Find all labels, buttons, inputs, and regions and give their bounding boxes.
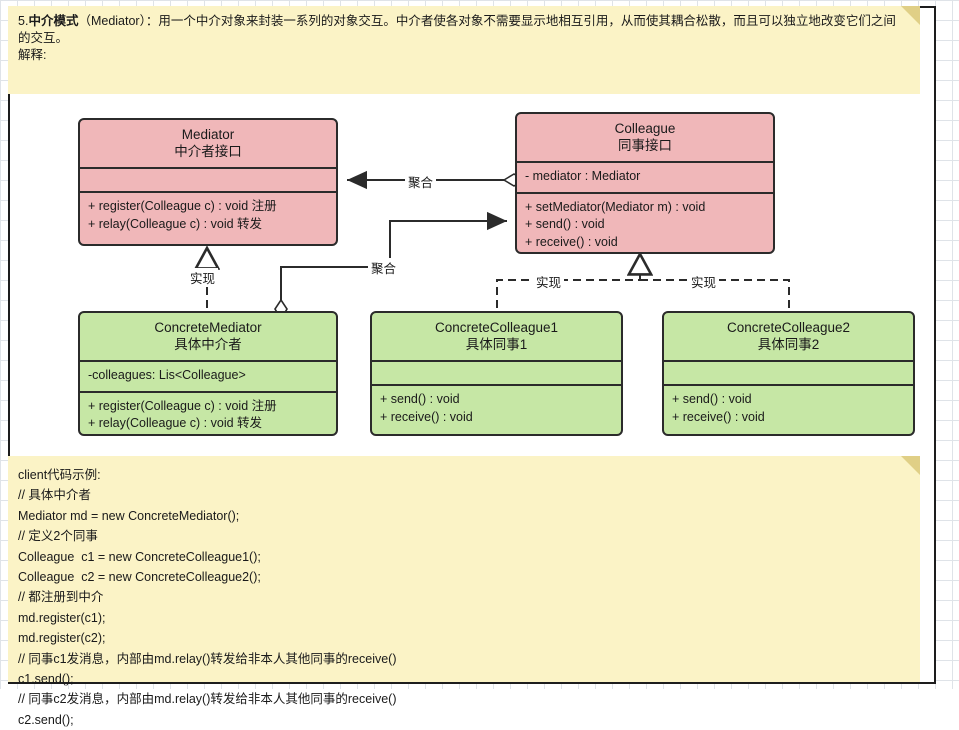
connector-label-aggregation-top: 聚合	[405, 172, 437, 191]
realization-concretecolleague1-to-colleague	[496, 254, 640, 308]
diagram-frame: Mediator 中介者接口 + register(Colleague c) :…	[8, 6, 936, 684]
methods-colleague: + setMediator(Mediator m) : void + send(…	[517, 194, 773, 253]
class-cnname-colleague: 同事接口	[618, 138, 672, 153]
class-name-concretemediator: ConcreteMediator	[154, 320, 262, 335]
class-title-concretemediator: ConcreteMediator 具体中介者	[80, 313, 336, 360]
method-line: + send() : void	[525, 217, 605, 231]
class-box-concretecolleague1[interactable]: ConcreteColleague1 具体同事1 + send() : void…	[370, 311, 623, 436]
connector-label-realize-colleague1: 实现	[533, 272, 565, 291]
method-line: + receive() : void	[672, 409, 765, 424]
class-cnname-concretemediator: 具体中介者	[174, 337, 242, 352]
divider	[80, 167, 336, 169]
method-line: + send() : void	[380, 392, 460, 406]
class-name-concretecolleague1: ConcreteColleague1	[434, 320, 559, 335]
connector-label-realize-mediator: 实现	[187, 268, 219, 287]
methods-concretecolleague1: + send() : void + receive() : void	[372, 386, 621, 432]
note-fold-corner-icon	[901, 456, 920, 475]
attributes-concretecolleague1	[372, 362, 621, 384]
class-box-mediator[interactable]: Mediator 中介者接口 + register(Colleague c) :…	[78, 118, 338, 246]
class-box-concretemediator[interactable]: ConcreteMediator 具体中介者 -colleagues: Lis<…	[78, 311, 338, 436]
note-fold-corner-icon	[901, 6, 920, 25]
class-cnname-concretecolleague2: 具体同事2	[757, 337, 820, 352]
attributes-colleague: - mediator : Mediator	[517, 163, 773, 192]
methods-concretemediator: + register(Colleague c) : void 注册 + rela…	[80, 393, 336, 435]
divider	[80, 360, 336, 362]
header-note[interactable]: 5.中介模式（Mediator）：用一个中介对象来封装一系列的对象交互。中介者使…	[8, 6, 920, 94]
connector-label-realize-colleague2: 实现	[688, 272, 720, 291]
class-name-colleague: Colleague	[614, 121, 676, 136]
methods-concretecolleague2: + send() : void + receive() : void	[664, 386, 913, 432]
header-note-prefix: 5.	[18, 14, 29, 28]
attributes-concretecolleague2	[664, 362, 913, 384]
class-box-concretecolleague2[interactable]: ConcreteColleague2 具体同事2 + send() : void…	[662, 311, 915, 436]
method-line: + receive() : void	[525, 234, 618, 249]
divider	[664, 360, 913, 362]
method-line: + setMediator(Mediator m) : void	[525, 199, 706, 214]
class-cnname-concretecolleague1: 具体同事1	[465, 337, 528, 352]
divider	[664, 384, 913, 386]
method-line: + send() : void	[672, 392, 752, 406]
method-line: + register(Colleague c) : void 注册	[88, 199, 277, 213]
methods-mediator: + register(Colleague c) : void 注册 + rela…	[80, 193, 336, 239]
divider	[80, 390, 336, 393]
divider	[517, 161, 773, 163]
class-title-concretecolleague2: ConcreteColleague2 具体同事2	[664, 313, 913, 360]
method-line: + relay(Colleague c) : void 转发	[88, 416, 263, 430]
attribute-line: - mediator : Mediator	[525, 169, 641, 183]
divider	[372, 384, 621, 386]
attributes-concretemediator: -colleagues: Lis<Colleague>	[80, 362, 336, 391]
class-box-colleague[interactable]: Colleague 同事接口 - mediator : Mediator + s…	[515, 112, 775, 254]
method-line: + register(Colleague c) : void 注册	[88, 398, 277, 413]
divider	[80, 191, 336, 193]
class-title-mediator: Mediator 中介者接口	[80, 120, 336, 167]
class-title-concretecolleague1: ConcreteColleague1 具体同事1	[372, 313, 621, 360]
header-note-text: 5.中介模式（Mediator）：用一个中介对象来封装一系列的对象交互。中介者使…	[18, 13, 898, 64]
attribute-line: -colleagues: Lis<Colleague>	[88, 368, 246, 382]
class-cnname-mediator: 中介者接口	[174, 144, 242, 159]
class-name-concretecolleague2: ConcreteColleague2	[726, 320, 851, 335]
divider	[517, 191, 773, 194]
header-note-explain-label: 解释:	[18, 48, 47, 62]
method-line: + relay(Colleague c) : void 转发	[88, 216, 263, 231]
class-title-colleague: Colleague 同事接口	[517, 114, 773, 161]
header-note-body: （Mediator）：用一个中介对象来封装一系列的对象交互。中介者使各对象不需要…	[18, 14, 896, 45]
class-name-mediator: Mediator	[181, 127, 235, 142]
connector-label-aggregation-mid: 聚合	[368, 258, 400, 277]
divider	[372, 360, 621, 362]
header-note-title: 中介模式	[28, 14, 79, 28]
realization-concretecolleague2-to-colleague	[641, 279, 790, 308]
attributes-mediator	[80, 169, 336, 191]
method-line: + receive() : void	[380, 409, 473, 424]
